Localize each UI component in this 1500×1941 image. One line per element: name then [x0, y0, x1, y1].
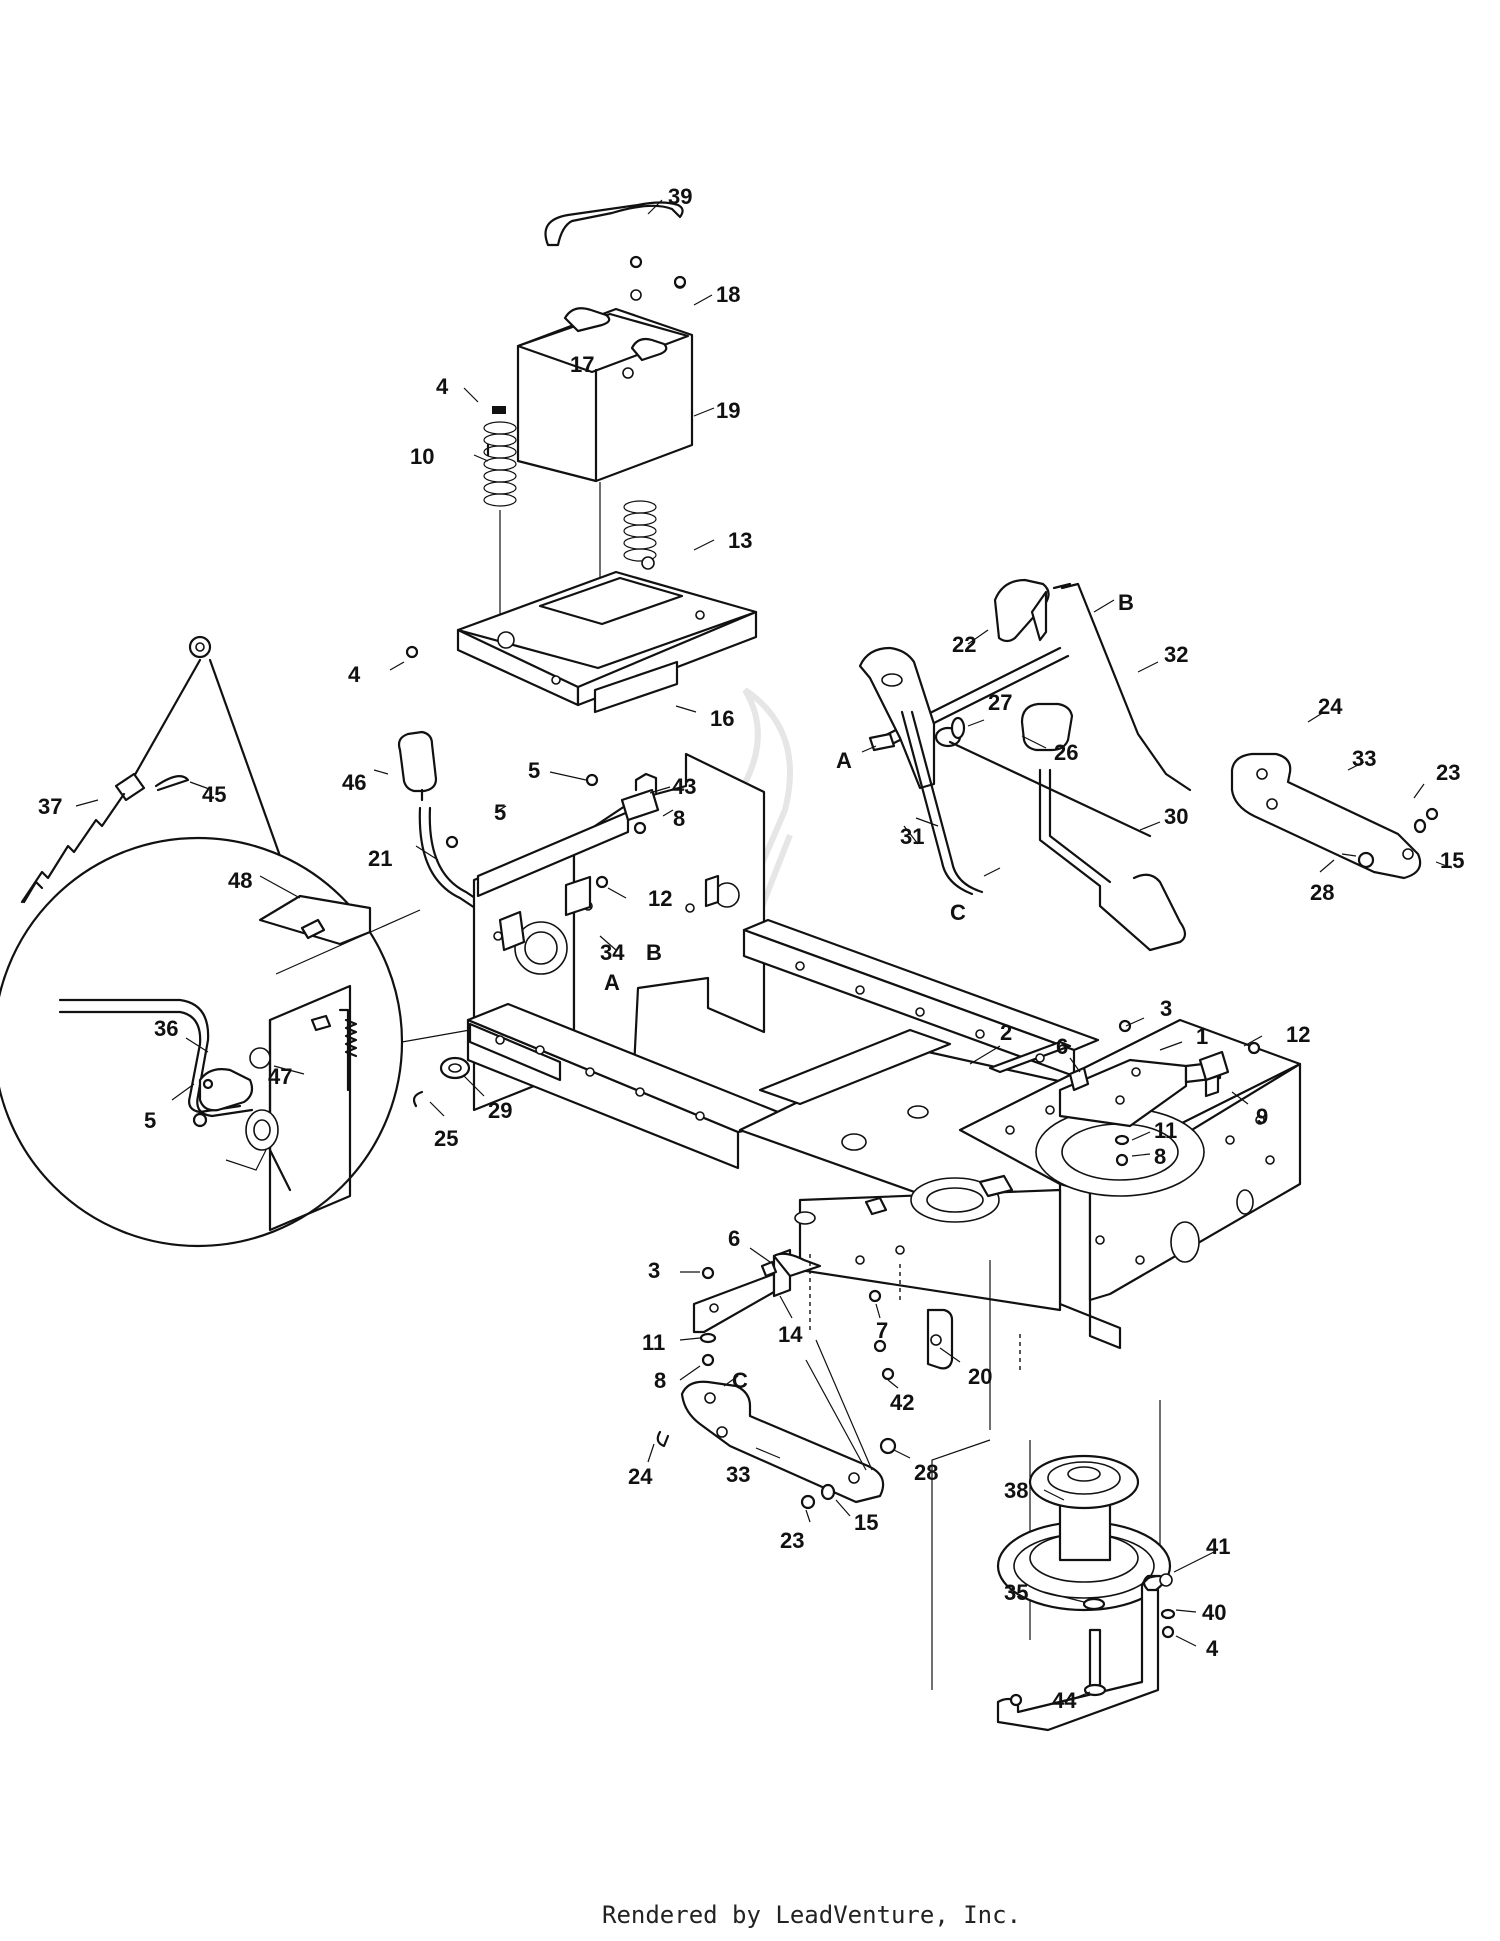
switch-bracket [1198, 1050, 1230, 1098]
callout-5b: 5 [494, 800, 506, 825]
callout-7: 7 [876, 1318, 888, 1343]
callout-26: 26 [1054, 740, 1078, 765]
callout-13: 13 [728, 528, 752, 553]
callout-28a: 28 [1310, 880, 1334, 905]
callout-18: 18 [716, 282, 740, 307]
callout-5a: 5 [528, 758, 540, 783]
bushing-left [412, 1056, 471, 1108]
spring-left [483, 406, 517, 620]
stop-plate [926, 1308, 954, 1370]
callout-29: 29 [488, 1098, 512, 1123]
callout-20: 20 [968, 1364, 992, 1389]
callout-35: 35 [1004, 1580, 1028, 1605]
callout-31: 31 [900, 824, 924, 849]
callout-23b: 23 [780, 1528, 804, 1553]
callout-27: 27 [988, 690, 1012, 715]
lift-handle-knob [397, 730, 438, 793]
callout-11a: 11 [1154, 1118, 1177, 1143]
callout-36: 36 [154, 1016, 178, 1041]
lift-handle-rod [418, 788, 528, 940]
pedal-pad [1020, 702, 1074, 752]
callout-labels: 39 18 17 4 19 10 13 4 16 46 5 5 43 8 12 … [38, 184, 1464, 1713]
callout-39: 39 [668, 184, 692, 209]
parking-brake-rod [948, 740, 1187, 952]
brake-bracket-right [1230, 752, 1422, 880]
callout-6b: 6 [728, 1226, 740, 1251]
marker-a1: A [604, 970, 620, 995]
callout-8b: 8 [1154, 1144, 1166, 1169]
callout-41: 41 [1206, 1534, 1230, 1559]
callout-25: 25 [434, 1126, 458, 1151]
callout-42: 42 [890, 1390, 914, 1415]
callout-6a: 6 [1056, 1034, 1068, 1059]
marker-b1: B [646, 940, 662, 965]
callout-15b: 15 [854, 1510, 878, 1535]
callout-33a: 33 [1352, 746, 1376, 771]
callout-28b: 28 [914, 1460, 938, 1485]
callout-24a: 24 [1318, 694, 1343, 719]
callout-8c: 8 [654, 1368, 666, 1393]
callout-34: 34 [600, 940, 625, 965]
callout-1: 1 [1196, 1024, 1208, 1049]
marker-a2: A [836, 748, 852, 773]
callout-47: 47 [268, 1064, 292, 1089]
callout-2: 2 [1000, 1020, 1012, 1045]
callout-5c: 5 [144, 1108, 156, 1133]
callout-15a: 15 [1440, 848, 1464, 873]
lift-bracket-lower [692, 1248, 822, 1334]
pedal-shaft [878, 578, 1070, 748]
callout-12a: 12 [648, 886, 672, 911]
callout-8a: 8 [673, 806, 685, 831]
callout-30: 30 [1164, 804, 1188, 829]
callout-45: 45 [202, 782, 226, 807]
callout-37: 37 [38, 794, 62, 819]
battery-tray [456, 556, 758, 714]
main-frame [466, 918, 1302, 1350]
hairpin-clip [154, 775, 190, 792]
idler-arm [996, 1573, 1173, 1732]
battery-retainer-rod [544, 201, 684, 247]
lift-arm-lower [680, 1380, 885, 1504]
callout-44: 44 [1052, 1688, 1077, 1713]
callout-38: 38 [1004, 1478, 1028, 1503]
callout-23a: 23 [1436, 760, 1460, 785]
callout-16: 16 [710, 706, 734, 731]
callout-leaders [75, 199, 1453, 1701]
battery [516, 277, 694, 483]
callout-11b: 11 [642, 1330, 665, 1355]
footer-credit: Rendered by LeadVenture, Inc. [602, 1901, 1021, 1929]
callout-22: 22 [952, 632, 976, 657]
spacer-bushing [934, 716, 966, 748]
callout-14: 14 [778, 1322, 803, 1347]
marker-c1: C [950, 900, 966, 925]
washer-lower [1082, 1597, 1106, 1611]
callout-32: 32 [1164, 642, 1188, 667]
callout-4c: 4 [1206, 1636, 1219, 1661]
callout-10: 10 [410, 444, 434, 469]
callout-24b: 24 [628, 1464, 653, 1489]
idler-pulley [996, 1454, 1172, 1612]
callout-9: 9 [1256, 1104, 1268, 1129]
callout-4b: 4 [348, 662, 361, 687]
callout-12b: 12 [1286, 1022, 1310, 1047]
detail-view [0, 836, 471, 1248]
hardware [202, 255, 1439, 1707]
callout-4: 4 [436, 374, 449, 399]
callout-21: 21 [368, 846, 392, 871]
callout-19: 19 [716, 398, 740, 423]
callout-40: 40 [1202, 1600, 1226, 1625]
callout-3a: 3 [1160, 996, 1172, 1021]
callout-3b: 3 [648, 1258, 660, 1283]
brake-pedal [858, 646, 984, 896]
callout-48: 48 [228, 868, 252, 893]
callout-33b: 33 [726, 1462, 750, 1487]
marker-c2: C [732, 1368, 748, 1393]
callout-43: 43 [672, 774, 696, 799]
callout-46: 46 [342, 770, 366, 795]
marker-b2: B [1118, 590, 1134, 615]
callout-17: 17 [570, 352, 594, 377]
shoulder-bolt [1083, 1628, 1107, 1697]
link-rod [1052, 582, 1192, 792]
